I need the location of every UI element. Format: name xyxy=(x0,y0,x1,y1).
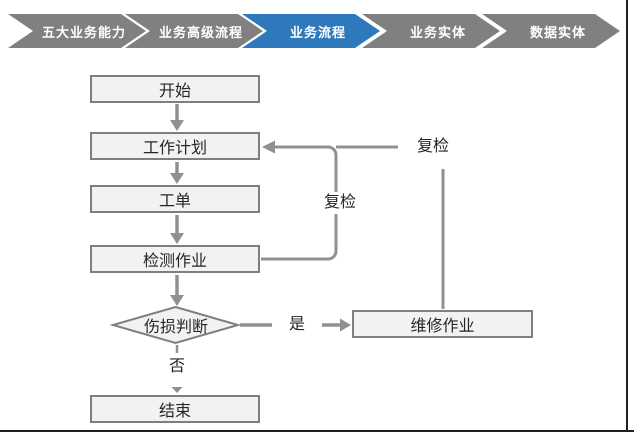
node-damage-decision: 伤损判断 xyxy=(143,319,208,336)
step-navigation: 五大业务能力 业务高级流程 业务流程 业务实体 数据实体 xyxy=(0,0,634,62)
nav-step-label: 业务高级流程 xyxy=(158,24,243,40)
edge-label-no: 否 xyxy=(163,356,191,378)
arrowhead-down-2 xyxy=(170,173,184,184)
arrowhead-down-1 xyxy=(170,120,184,131)
node-start: 开始 xyxy=(90,75,260,103)
nav-step-label: 业务流程 xyxy=(289,24,346,40)
feedback-inspection-loop-upper xyxy=(275,145,338,192)
decision-diamond-shape xyxy=(109,305,242,345)
node-end: 结束 xyxy=(90,395,260,423)
node-repair: 维修作业 xyxy=(352,310,533,338)
node-inspection: 检测作业 xyxy=(90,245,260,273)
edge-label-yes: 是 xyxy=(283,314,311,336)
edge-label-recheck-inner: 复检 xyxy=(320,192,360,214)
arrowhead-down-4 xyxy=(170,295,184,306)
nav-step-label: 数据实体 xyxy=(529,24,586,40)
slide-border-right xyxy=(626,0,628,432)
arrowhead-down-3 xyxy=(170,233,184,244)
slide-border-bottom xyxy=(0,430,634,432)
nav-step-label: 业务实体 xyxy=(409,24,466,40)
nav-step-label: 五大业务能力 xyxy=(41,24,126,40)
arrowhead-yes-to-repair xyxy=(340,318,351,332)
arrowhead-no-to-end xyxy=(171,387,183,393)
arrowhead-recheck-to-workplan xyxy=(262,140,275,154)
feedback-inspection-loop-lower xyxy=(261,214,338,261)
nav-step-data-entity[interactable]: 数据实体 xyxy=(482,14,620,48)
node-work-plan: 工作计划 xyxy=(90,132,260,160)
node-work-order: 工单 xyxy=(90,185,260,213)
edge-label-recheck-outer: 复检 xyxy=(413,136,453,158)
